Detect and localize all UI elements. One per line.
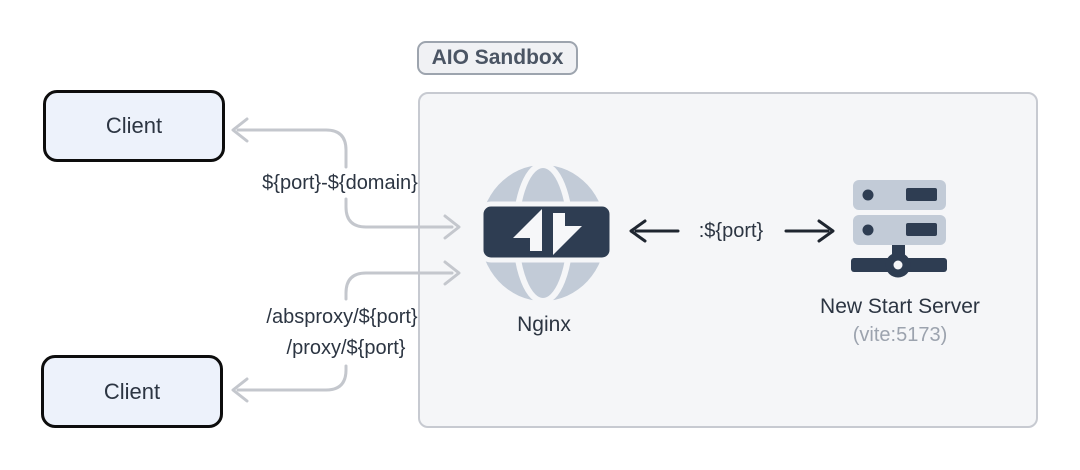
port-arrow-left: [629, 219, 680, 243]
server-label: New Start Server: [820, 295, 980, 318]
arrowhead-right-icon: [817, 219, 835, 243]
server-led-icon: [862, 189, 874, 201]
arrowhead-left-icon: [231, 377, 249, 403]
nginx-label: Nginx: [517, 313, 571, 336]
port-arrow-right: [784, 219, 835, 243]
arrowhead-right-icon: [443, 260, 461, 286]
server-icon: [851, 180, 947, 278]
server-port-label: (vite:5173): [852, 324, 948, 346]
arrowhead-right-icon: [443, 214, 461, 240]
up-arrow-icon: [513, 209, 542, 251]
server-slot-icon: [906, 188, 937, 201]
nginx-icon: [478, 162, 615, 304]
proxy-route-label: /proxy/${port}: [286, 337, 406, 359]
proxy-route-arrow: [231, 260, 461, 403]
subdomain-route-arrow: [231, 117, 461, 240]
absproxy-route-label: /absproxy/${port}: [266, 306, 418, 328]
server-led-icon: [862, 224, 874, 236]
arrowhead-left-icon: [231, 117, 249, 143]
arrowhead-left-icon: [629, 219, 647, 243]
client-node-bottom: Client: [41, 355, 223, 428]
server-slot-icon: [906, 223, 937, 236]
down-arrow-icon: [553, 213, 582, 255]
subdomain-route-label: ${port}-${domain}: [262, 172, 418, 194]
client-node-top: Client: [43, 90, 225, 162]
port-label: :${port}: [698, 220, 764, 242]
sandbox-badge: AIO Sandbox: [417, 41, 578, 75]
